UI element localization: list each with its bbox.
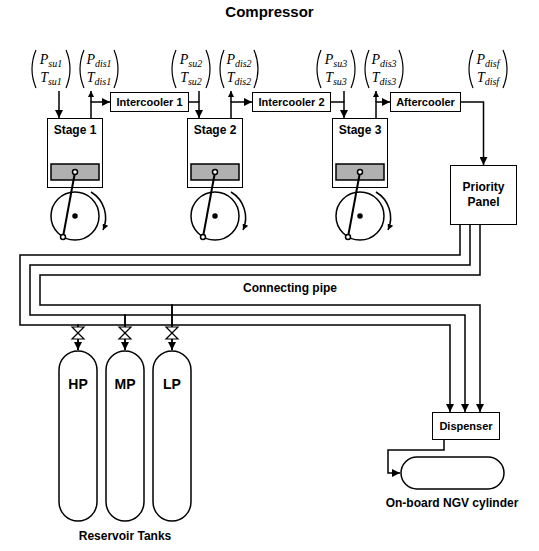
pipe-connector — [231, 102, 252, 118]
pipe-connector — [461, 102, 484, 165]
node-text: Stage 2 — [193, 123, 237, 137]
process-box: Dispenser — [432, 412, 500, 440]
node-text: Aftercooler — [396, 96, 455, 108]
node-text: Stage 3 — [338, 123, 382, 137]
pipe-connector — [172, 305, 480, 412]
diagram-title: Compressor — [0, 3, 539, 20]
cylinder-shape — [400, 456, 505, 490]
compressor-stage: Stage 3 — [332, 118, 388, 188]
node-text: LP — [152, 376, 192, 392]
pipe-connector — [189, 102, 199, 118]
annotation-label: Reservoir Tanks — [25, 529, 225, 544]
valve-symbols — [72, 327, 178, 339]
pipe-connector — [331, 102, 344, 118]
tank-outline — [105, 350, 145, 522]
state-variable: Pdisf — [469, 51, 507, 69]
state-variable: Tsu3 — [317, 69, 355, 87]
piston-crank — [51, 164, 391, 240]
state-variable: Tsu2 — [172, 69, 210, 87]
node-text: Intercooler 2 — [258, 96, 324, 108]
node-text: Dispenser — [439, 420, 492, 432]
state-variable: Psu1 — [32, 51, 70, 69]
pipe-connector — [376, 102, 390, 118]
node-text: On-board NGV cylinder — [370, 496, 534, 510]
annotation-label: Connecting pipe — [200, 281, 380, 296]
node-text: MP — [105, 376, 145, 392]
reservoir-tank: LP — [152, 350, 192, 522]
pipe-connector — [40, 225, 480, 350]
tank-outline — [58, 350, 98, 522]
state-variable: Tdis2 — [220, 69, 258, 87]
compressor-stage: Stage 2 — [187, 118, 243, 188]
cylinder-outline — [400, 456, 505, 490]
process-box: Intercooler 1 — [110, 92, 189, 112]
node-text: HP — [58, 376, 98, 392]
node-text: Stage 1 — [53, 123, 97, 137]
tank-outline — [152, 350, 192, 522]
state-variable: Tdis3 — [365, 69, 403, 87]
pipe-connector — [30, 225, 470, 350]
state-variable: Pdis3 — [365, 51, 403, 69]
pipe-connector — [91, 102, 110, 118]
process-box: Aftercooler — [390, 92, 461, 112]
compressor-stage: Stage 1 — [47, 118, 103, 188]
port-stubs — [59, 91, 376, 118]
state-variable: Psu2 — [172, 51, 210, 69]
pipe-connector — [20, 225, 460, 350]
state-brackets — [32, 50, 507, 88]
state-variable: Tsu1 — [32, 69, 70, 87]
node-text: Priority Panel — [455, 180, 512, 210]
reservoir-tank: MP — [105, 350, 145, 522]
state-variable: Pdis1 — [80, 51, 118, 69]
panel-box: Priority Panel — [450, 165, 517, 225]
state-variable: Psu3 — [317, 51, 355, 69]
reservoir-tank: HP — [58, 350, 98, 522]
state-variable: Tdis1 — [80, 69, 118, 87]
state-variable: Tdisf — [469, 69, 507, 87]
node-text: Intercooler 1 — [116, 96, 182, 108]
process-box: Intercooler 2 — [252, 92, 331, 112]
vehicle-cylinder: On-board NGV cylinder — [370, 456, 534, 526]
state-variable: Pdis2 — [220, 51, 258, 69]
